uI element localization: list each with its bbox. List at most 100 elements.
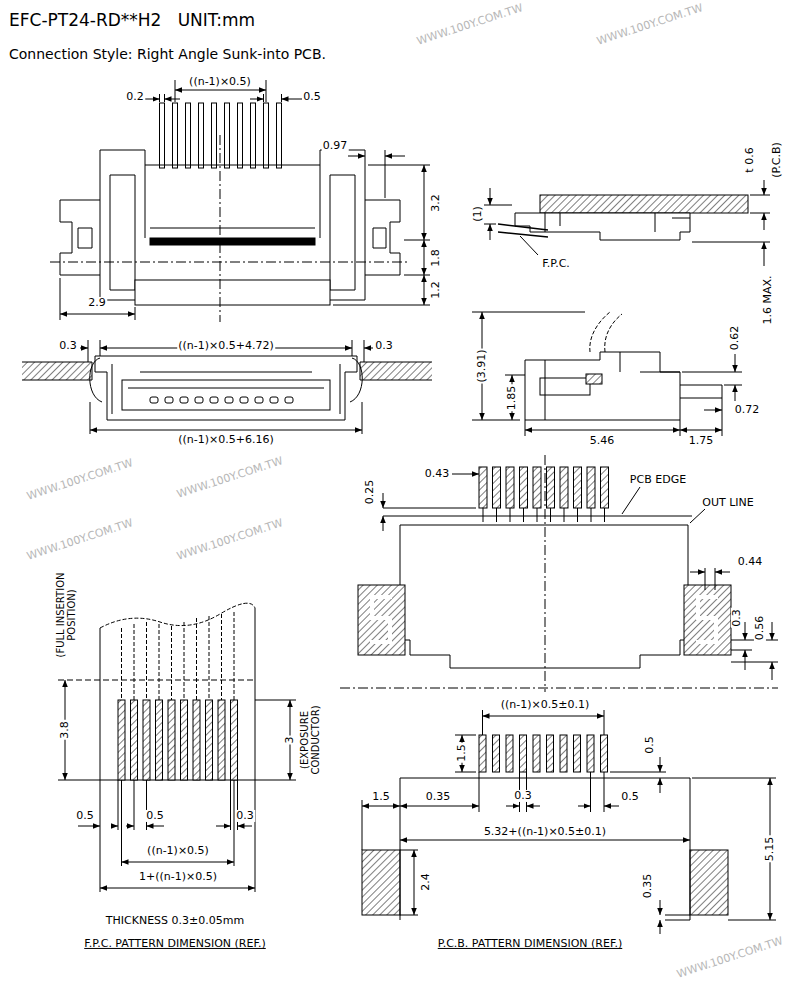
pcb-pattern-part: [400, 778, 776, 920]
section-view-part: [122, 380, 330, 410]
section-view-part: [80, 348, 88, 349]
dimension-label: 3.2: [430, 193, 442, 213]
pcb-pattern-part-part: [493, 735, 500, 772]
side-view-fpc-part: [525, 430, 680, 431]
pcb-pattern-part-part: [362, 850, 400, 915]
fpc-pattern-part: [118, 700, 238, 780]
front-view-part: [424, 240, 425, 275]
front-view-part-part: [225, 103, 230, 168]
front-view-part: [160, 94, 282, 102]
dimension-label: (P.C.B): [771, 141, 783, 179]
side-view-fpc-part: [590, 312, 622, 352]
pcb-pattern-part: [660, 900, 661, 915]
front-view-part-part: [251, 103, 256, 168]
side-view-fpc-part: [505, 375, 525, 376]
watermark: WWW.100Y.COM.TW: [675, 935, 786, 981]
front-view-part: [365, 200, 400, 275]
callout-label: (EXPOSURE CONDUCTOR): [299, 699, 321, 781]
pcb-layout-part-part: [560, 467, 568, 508]
fpc-pattern-part: [255, 700, 296, 780]
section-view-part-part: [285, 397, 293, 403]
pcb-pattern-part: [604, 806, 619, 807]
pcb-layout-part: [690, 509, 705, 523]
pcb-layout-part: [395, 516, 692, 517]
dimension-label: 5.46: [589, 435, 616, 447]
callout-label: (FULL INSERTION POSITION): [55, 564, 77, 666]
fpc-pattern-part: [100, 780, 255, 892]
pcb-pattern-part: [362, 772, 604, 850]
drawing-title: EFC-PT24-RD**H2 UNIT:mm: [8, 11, 256, 30]
pcb-layout-part: [383, 493, 384, 508]
pcb-layout-part: [745, 650, 746, 670]
fpc-pattern-part: [58, 780, 100, 781]
dimension-label: 5.32+((n-1)×0.5±0.1): [483, 826, 607, 838]
side-view-part: [545, 213, 690, 232]
pcb-layout-part-part: [601, 467, 609, 508]
side-view-fpc-part: [586, 374, 602, 384]
side-view-part: [490, 224, 491, 240]
front-view-part: [50, 262, 410, 263]
pcb-pattern-part-part: [547, 735, 554, 772]
side-view-part: [520, 236, 538, 255]
callout-label: THICKNESS 0.3±0.05mm: [105, 915, 245, 927]
front-view-part: [110, 175, 355, 290]
fpc-pattern-part: [126, 826, 134, 827]
watermark: WWW.100Y.COM.TW: [175, 455, 286, 501]
fpc-pattern-part-part: [181, 700, 188, 780]
pcb-layout-part: [479, 467, 609, 508]
pcb-pattern-part: [362, 735, 728, 915]
dimension-label: 0.5: [644, 735, 656, 755]
front-view-part: [220, 135, 221, 322]
front-view-part: [145, 165, 320, 238]
section-view-part-part: [240, 397, 248, 403]
callout-label: PCB EDGE: [629, 474, 687, 486]
side-view-part: [764, 213, 765, 230]
section-view-part: [88, 340, 364, 362]
dimension-label: 1+((n-1)×0.5): [138, 871, 218, 883]
front-view-part: [424, 275, 425, 305]
side-view-fpc-part: [545, 352, 680, 420]
pcb-layout-part: [358, 585, 405, 655]
dimension-label: 0.2: [125, 91, 145, 103]
fpc-pattern-part: [100, 603, 255, 700]
pcb-pattern-part: [362, 806, 400, 807]
dimension-label: 1.75: [688, 435, 715, 447]
dimension-label: 1.2: [430, 280, 442, 300]
side-view-fpc-part: [735, 385, 736, 401]
connector-drawing-part: [22, 80, 778, 934]
fpc-pattern-part: [238, 826, 253, 827]
pcb-layout-part: [370, 597, 392, 642]
dimension-label: 0.97: [322, 140, 349, 152]
side-view-part: [498, 224, 548, 237]
fpc-pattern-part: [216, 826, 231, 827]
pcb-layout-part: [772, 662, 773, 680]
pcb-pattern-part: [414, 850, 415, 915]
front-view-part: [424, 165, 425, 240]
pcb-pattern-part: [455, 735, 476, 772]
front-view-part: [250, 99, 264, 100]
section-view-part: [360, 362, 432, 380]
pcb-layout-part-part: [587, 467, 595, 508]
section-view-part: [22, 362, 92, 380]
side-view-part: [764, 180, 765, 195]
pcb-layout-part-part: [520, 467, 528, 508]
pcb-layout-part-part: [506, 467, 514, 508]
front-view-part: [60, 278, 135, 320]
watermark: WWW.100Y.COM.TW: [415, 2, 526, 48]
dimension-label: 1.6 MAX.: [762, 274, 774, 325]
pcb-pattern-part-part: [601, 735, 608, 772]
dimension-label: 0.44: [737, 556, 764, 568]
fpc-pattern-part-part: [218, 700, 225, 780]
subtitle-note: Connection Style: Right Angle Sunk-into …: [8, 47, 327, 62]
side-view-fpc-part: [540, 378, 590, 395]
pcb-pattern-part: [660, 757, 661, 772]
fpc-pattern-part: [112, 826, 118, 827]
front-view-part: [282, 99, 303, 100]
pcb-layout-part: [715, 572, 730, 573]
pcb-pattern-part-part: [520, 735, 527, 772]
pcb-layout-part-part: [479, 467, 487, 508]
section-view-part-part: [165, 397, 173, 403]
dimension-label: 0.43: [424, 468, 451, 480]
dimension-label: 0.3: [374, 340, 394, 352]
section-view-part-part: [270, 397, 278, 403]
